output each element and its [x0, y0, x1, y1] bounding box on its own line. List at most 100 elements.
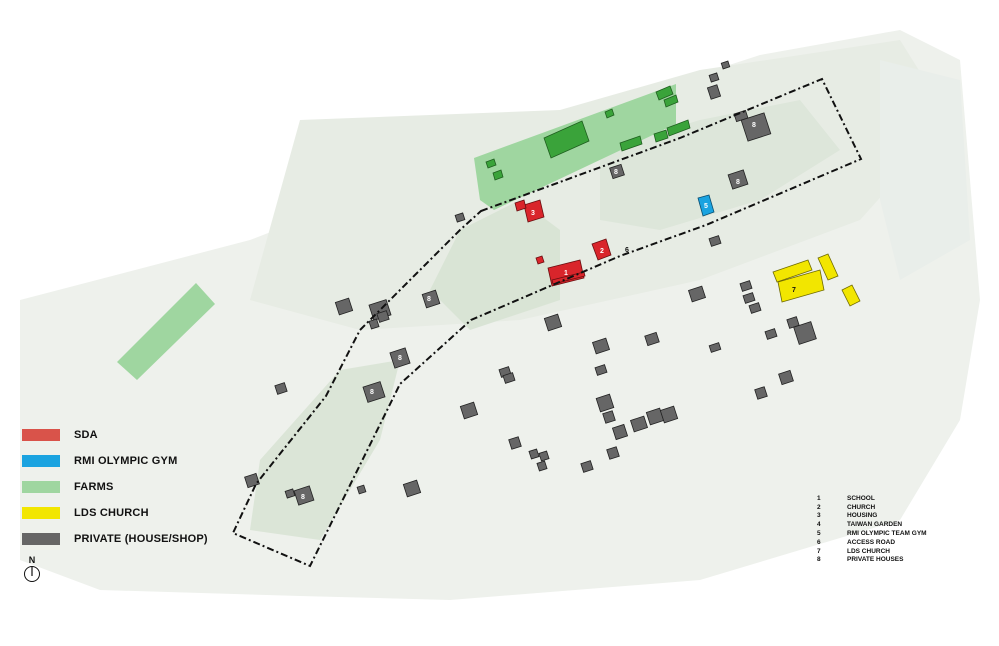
label-private-5: 8: [398, 355, 402, 362]
private-house: [644, 331, 660, 347]
legend-item: FARMS: [22, 474, 208, 500]
legend-item: LDS CHURCH: [22, 500, 208, 526]
key-label: SCHOOL: [847, 494, 875, 502]
private-house: [538, 450, 550, 462]
private-house: [580, 460, 594, 473]
map-number-labels: 1 2 3 5 6 7 8 8 8 8 8 8 8: [301, 122, 796, 501]
key-label: HOUSING: [847, 512, 878, 520]
legend-label: LDS CHURCH: [74, 507, 149, 519]
private-house: [376, 310, 390, 323]
private-house: [764, 328, 778, 340]
key-item: 8 PRIVATE HOUSES: [817, 556, 927, 565]
key-item: 6 ACCESS ROAD: [817, 538, 927, 547]
legend-item: RMI OLYMPIC GYM: [22, 448, 208, 474]
private-house: [720, 60, 731, 70]
private-house: [293, 485, 315, 506]
private-house: [706, 84, 722, 100]
label-church: 2: [600, 248, 604, 255]
private-house: [740, 112, 772, 142]
private-houses: [244, 60, 817, 506]
private-house: [502, 372, 516, 384]
private-house: [708, 342, 722, 353]
private-house: [708, 72, 720, 83]
key-item: 5 RMI OLYMPIC TEAM GYM: [817, 529, 927, 538]
private-house: [368, 318, 380, 330]
private-house: [727, 169, 749, 190]
private-house: [606, 446, 620, 460]
private-house: [687, 285, 707, 303]
key-label: TAIWAN GARDEN: [847, 521, 903, 529]
private-house: [356, 484, 367, 495]
key-label: LDS CHURCH: [847, 547, 890, 555]
private-house: [543, 313, 563, 332]
key-item: 2 CHURCH: [817, 503, 927, 512]
private-house: [528, 448, 540, 460]
legend-swatch: [22, 429, 60, 441]
sda-church: [591, 238, 612, 261]
key-number: 1: [817, 494, 821, 502]
private-house: [536, 460, 548, 472]
private-house: [629, 415, 649, 433]
compass-icon: [24, 566, 40, 582]
private-house: [244, 472, 260, 489]
private-house: [793, 321, 817, 345]
legend-label: SDA: [74, 429, 98, 441]
label-private-6: 8: [370, 389, 374, 396]
key-label: PRIVATE HOUSES: [847, 556, 904, 564]
private-house: [594, 364, 608, 376]
rmi-olympic-gym: [697, 194, 715, 217]
farm-buildings: [485, 85, 691, 181]
label-private-7: 8: [301, 494, 305, 501]
private-house: [508, 436, 522, 450]
label-gym: 5: [704, 203, 708, 210]
private-house: [754, 386, 768, 400]
private-house: [402, 479, 422, 498]
label-access-road: 6: [625, 247, 629, 254]
private-house: [778, 369, 794, 386]
sda-housing: [523, 199, 545, 223]
key-number: 8: [817, 556, 821, 564]
farm-area-west: [117, 283, 215, 380]
private-house: [454, 212, 466, 223]
private-house: [591, 337, 611, 355]
lds-church-buildings: [772, 253, 861, 307]
private-house: [274, 382, 288, 395]
legend-swatch: [22, 507, 60, 519]
label-private-3: 8: [614, 169, 618, 176]
private-house: [659, 405, 679, 424]
site-boundary: [231, 77, 863, 568]
private-house: [739, 280, 753, 292]
private-house: [748, 302, 762, 314]
key-number: 6: [817, 538, 821, 546]
private-house: [362, 381, 386, 403]
legend-swatch: [22, 533, 60, 545]
private-house: [611, 423, 629, 441]
private-house: [334, 297, 354, 316]
private-house: [284, 488, 296, 499]
label-school: 1: [564, 270, 568, 277]
private-house: [708, 235, 722, 247]
legend-item: PRIVATE (HOUSE/SHOP): [22, 526, 208, 552]
key-number: 2: [817, 503, 821, 511]
label-housing: 3: [531, 210, 535, 217]
north-label: N: [28, 555, 36, 565]
key-label: CHURCH: [847, 503, 876, 511]
north-arrow: N: [22, 555, 42, 588]
key-number: 5: [817, 530, 821, 538]
legend-label: FARMS: [74, 481, 114, 493]
label-lds: 7: [792, 287, 796, 294]
legend-item: SDA: [22, 422, 208, 448]
label-private-4: 8: [427, 296, 431, 303]
private-house: [602, 410, 616, 424]
private-house: [609, 163, 625, 180]
key-label: ACCESS ROAD: [847, 538, 896, 546]
label-private-1: 8: [752, 122, 756, 129]
private-house: [389, 347, 411, 369]
legend-label: PRIVATE (HOUSE/SHOP): [74, 533, 208, 545]
legend-label: RMI OLYMPIC GYM: [74, 455, 178, 467]
key-label: RMI OLYMPIC TEAM GYM: [847, 530, 927, 538]
